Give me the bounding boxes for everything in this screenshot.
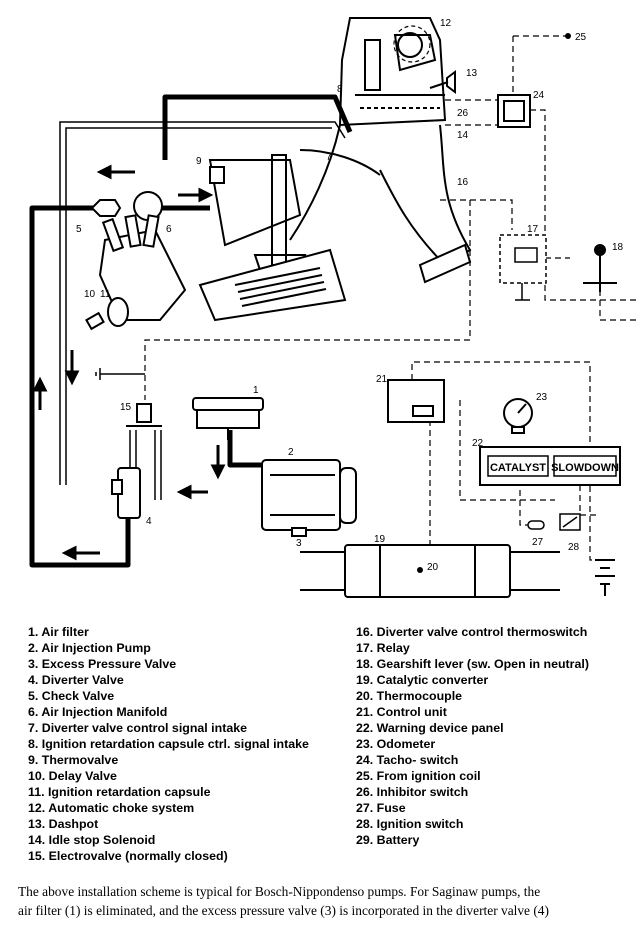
callout-19: 19 (374, 534, 386, 545)
distributor (98, 214, 187, 321)
excess-pressure-valve-icon (291, 527, 307, 537)
legend-item: 7. Diverter valve control signal intake (28, 721, 247, 735)
callout-9: 9 (196, 156, 202, 167)
legend-item: 28. Ignition switch (356, 817, 464, 831)
legend-item: 15. Electrovalve (normally closed) (28, 849, 228, 863)
callout-20: 20 (427, 562, 439, 573)
dashpot-icon (429, 70, 456, 94)
control-unit-icon (387, 379, 445, 423)
callout-13: 13 (466, 68, 478, 79)
legend-item: 9. Thermovalve (28, 753, 119, 767)
legend-item: 25. From ignition coil (356, 769, 481, 783)
callout-18: 18 (612, 242, 624, 253)
installation-diagram: CATALYST SLOWDOWN 1 2 3 4 5 6 (29, 17, 640, 598)
ignition-switch-icon (559, 513, 581, 531)
callout-28: 28 (568, 542, 580, 553)
legend-item: 4. Diverter Valve (28, 673, 124, 687)
automatic-choke-system-icon (393, 25, 431, 63)
note-line-1: The above installation scheme is typical… (18, 884, 541, 899)
callout-24: 24 (533, 90, 545, 101)
legend-item: 20. Thermocouple (356, 689, 463, 703)
catalyst-light-label: CATALYST (490, 462, 546, 474)
legend-item: 23. Odometer (356, 737, 436, 751)
parts-legend: 1. Air filter 2. Air Injection Pump 3. E… (28, 624, 628, 874)
relay-icon (499, 234, 547, 301)
legend-item: 6. Air Injection Manifold (28, 705, 168, 719)
callout-6: 6 (166, 224, 172, 235)
callout-8: 8 (337, 84, 343, 95)
callout-7: 7 (326, 152, 332, 163)
legend-item: 11. Ignition retardation capsule (28, 785, 211, 799)
carburetor (338, 17, 447, 127)
legend-item: 19. Catalytic converter (356, 673, 489, 687)
delay-valve-icon (85, 311, 105, 331)
callout-3: 3 (296, 538, 302, 549)
slowdown-light-label: SLOWDOWN (551, 462, 619, 474)
warning-device-panel (479, 446, 621, 486)
catalytic-converter-icon (344, 544, 511, 598)
gearshift-lever-icon (583, 244, 617, 292)
callout-4: 4 (146, 516, 152, 527)
callout-22: 22 (472, 438, 484, 449)
callout-5: 5 (76, 224, 82, 235)
diverter-valve-icon (111, 467, 141, 519)
legend-item: 1. Air filter (28, 625, 89, 639)
legend-item: 22. Warning device panel (356, 721, 504, 735)
installation-note: The above installation scheme is typical… (18, 882, 622, 920)
legend-item: 26. Inhibitor switch (356, 785, 469, 799)
callout-11: 11 (100, 289, 111, 300)
tacho-switch-icon (497, 94, 531, 128)
legend-left-column: 1. Air filter 2. Air Injection Pump 3. E… (28, 624, 348, 864)
callout-12: 12 (440, 18, 452, 29)
engine-cylinder (198, 154, 347, 322)
legend-right-column: 16. Diverter valve control thermoswitch … (356, 624, 636, 848)
legend-item: 14. Idle stop Solenoid (28, 833, 156, 847)
thermovalve-icon (209, 166, 225, 184)
ignition-retardation-capsule-icon (107, 297, 129, 327)
thermocouple-icon (417, 567, 423, 573)
odometer-icon (503, 398, 533, 434)
legend-item: 13. Dashpot (28, 817, 99, 831)
callout-21: 21 (376, 374, 388, 385)
callout-labels: 1 2 3 4 5 6 7 8 9 10 11 12 13 14 15 16 1… (76, 18, 624, 573)
fuse-icon (527, 520, 545, 530)
legend-item: 3. Excess Pressure Valve (28, 657, 177, 671)
legend-item: 12. Automatic choke system (28, 801, 195, 815)
air-injection-pump-icon (261, 459, 357, 531)
note-line-2: air filter (1) is eliminated, and the ex… (18, 903, 549, 918)
ignition-coil-terminal-icon (565, 33, 571, 39)
callout-10: 10 (84, 289, 96, 300)
legend-item: 18. Gearshift lever (sw. Open in neutral… (356, 657, 589, 671)
flow-arrows (32, 164, 226, 561)
ground-symbol-icon (95, 368, 145, 380)
exhaust-pipe (300, 551, 560, 591)
callout-2: 2 (288, 447, 294, 458)
legend-item: 10. Delay Valve (28, 769, 117, 783)
vacuum-lines (59, 121, 346, 500)
callout-16: 16 (457, 177, 469, 188)
legend-item: 24. Tacho- switch (356, 753, 459, 767)
legend-item: 17. Relay (356, 641, 410, 655)
callout-15: 15 (120, 402, 132, 413)
legend-item: 8. Ignition retardation capsule ctrl. si… (28, 737, 309, 751)
legend-item: 29. Battery (356, 833, 420, 847)
legend-item: 27. Fuse (356, 801, 406, 815)
legend-item: 2. Air Injection Pump (28, 641, 151, 655)
check-valve-icon (90, 199, 122, 217)
legend-item: 21. Control unit (356, 705, 447, 719)
callout-27: 27 (532, 537, 544, 548)
callout-26: 26 (457, 108, 469, 119)
legend-item: 16. Diverter valve control thermoswitch (356, 625, 588, 639)
callout-23: 23 (536, 392, 548, 403)
callout-25: 25 (575, 32, 587, 43)
electrovalve-icon (126, 403, 162, 427)
callout-1: 1 (253, 385, 259, 396)
callout-17: 17 (527, 224, 539, 235)
legend-item: 5. Check Valve (28, 689, 115, 703)
callout-14: 14 (457, 130, 469, 141)
battery-icon (595, 559, 615, 596)
air-filter-icon (192, 397, 264, 440)
